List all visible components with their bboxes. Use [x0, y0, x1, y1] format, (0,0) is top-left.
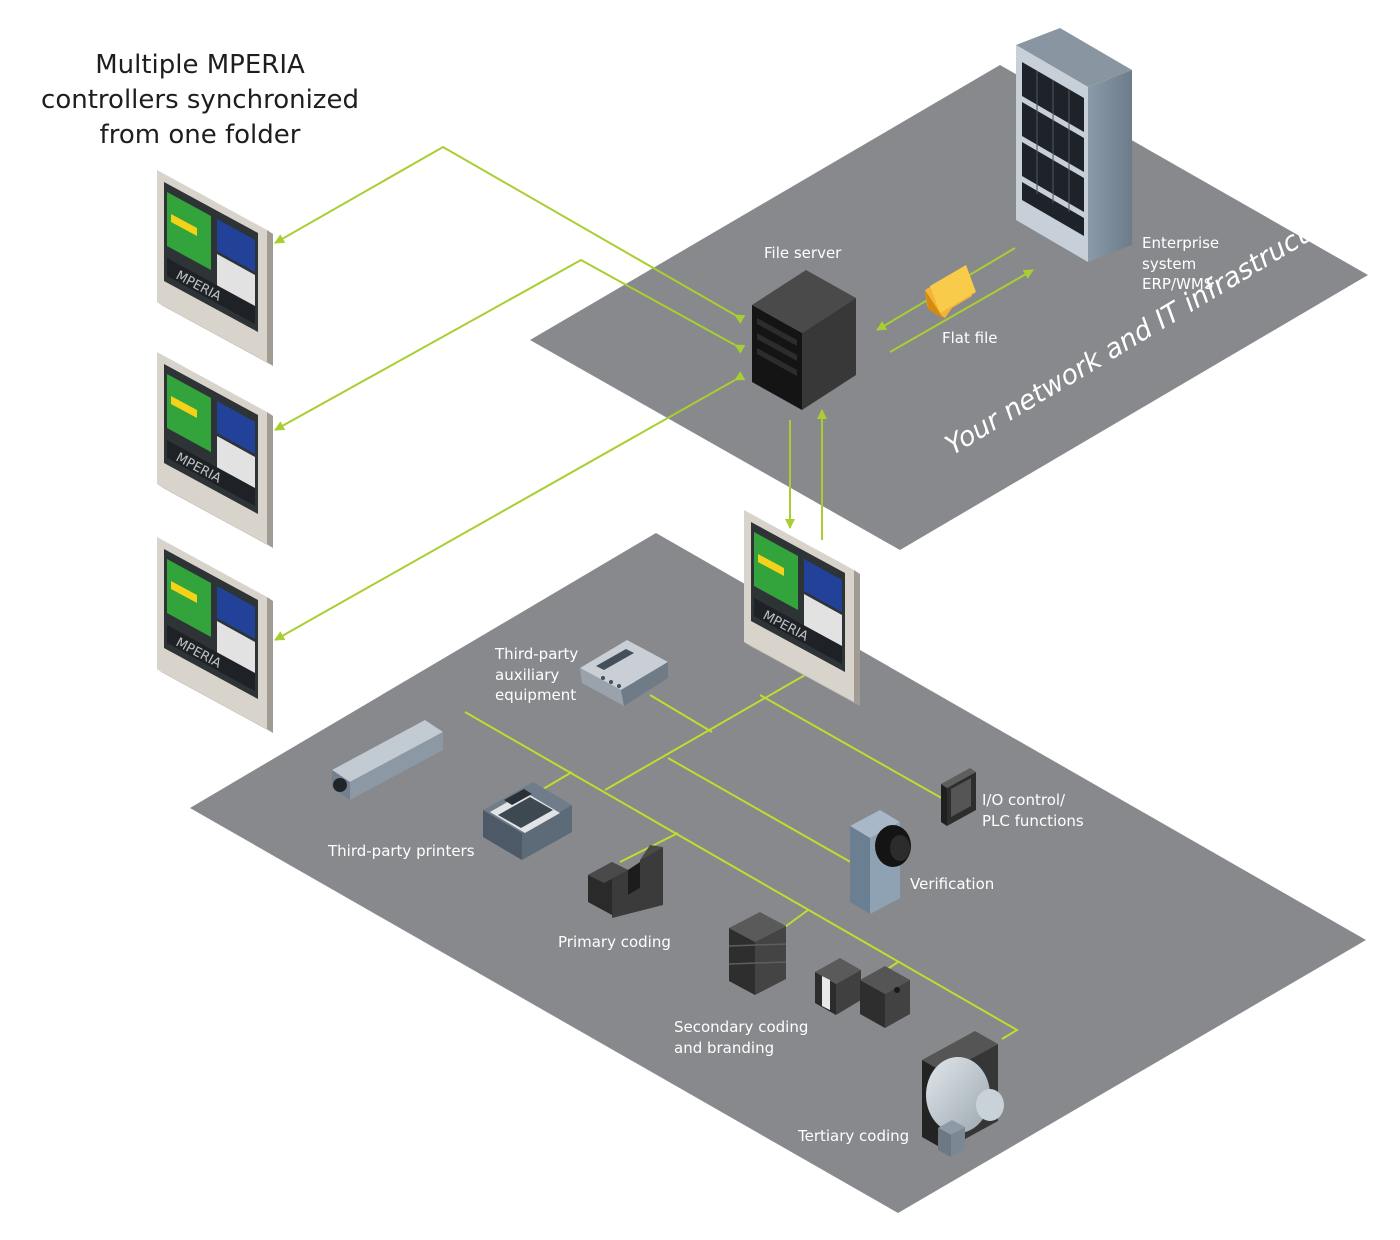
aux-equipment-line-3: equipment	[495, 686, 577, 704]
verification-label: Verification	[910, 875, 995, 893]
secondary-coding-line-2: and branding	[674, 1038, 775, 1057]
heading-line-1: Multiple MPERIA	[95, 50, 305, 80]
aux-equipment-label: Third-party auxiliary equipment	[495, 644, 578, 706]
controller-terminal-icon: MPERIA	[157, 170, 273, 366]
label-printer-icon	[483, 782, 572, 860]
enterprise-system-line-2: system	[1142, 254, 1197, 273]
io-module-icon	[941, 768, 976, 826]
io-control-label: I/O control/ PLC functions	[982, 790, 1084, 831]
tertiary-coding-label: Tertiary coding	[798, 1127, 910, 1145]
flat-file-line-out	[889, 269, 1034, 353]
production-floor	[190, 533, 1366, 1213]
secondary-coder-icon	[728, 912, 787, 995]
keypad-unit-icon	[580, 640, 668, 706]
flat-file-label: Flat file	[942, 329, 998, 347]
controller-terminal-icon: MPERIA	[744, 510, 860, 706]
case-coder-icon	[815, 958, 910, 1028]
barcode-scanner-icon	[332, 720, 443, 800]
camera-icon	[850, 810, 911, 914]
io-control-line-1: I/O control/	[982, 791, 1066, 809]
primary-coder-icon	[588, 845, 663, 918]
file-server-tower-icon	[752, 270, 856, 410]
enterprise-system-label: Enterprise system ERP/WMS	[1142, 233, 1219, 295]
heading-line-2: controllers synchronized	[41, 85, 359, 115]
diagram-heading: Multiple MPERIA controllers synchronized…	[30, 48, 370, 153]
sync-line-controller-1	[274, 145, 746, 324]
sync-line-controller-3	[274, 371, 746, 641]
aux-equipment-line-1: Third-party	[495, 645, 579, 663]
enterprise-system-line-1: Enterprise	[1142, 234, 1220, 252]
controller-terminal-icon: MPERIA	[157, 352, 273, 548]
controller-terminal-icon: MPERIA	[157, 537, 273, 733]
folder-icon	[925, 265, 976, 319]
tertiary-coder-icon	[922, 1031, 1004, 1157]
file-server-label: File server	[764, 244, 842, 262]
secondary-coding-line-1: Secondary coding	[674, 1018, 809, 1036]
io-control-line-2: PLC functions	[982, 811, 1084, 830]
server-rack-icon	[1016, 28, 1132, 262]
printers-label: Third-party printers	[328, 842, 475, 860]
primary-coding-label: Primary coding	[558, 933, 671, 951]
secondary-coding-label: Secondary coding and branding	[674, 1017, 808, 1058]
enterprise-system-line-3: ERP/WMS	[1142, 275, 1214, 293]
aux-equipment-line-2: auxiliary	[495, 665, 560, 684]
heading-line-3: from one folder	[99, 120, 301, 150]
